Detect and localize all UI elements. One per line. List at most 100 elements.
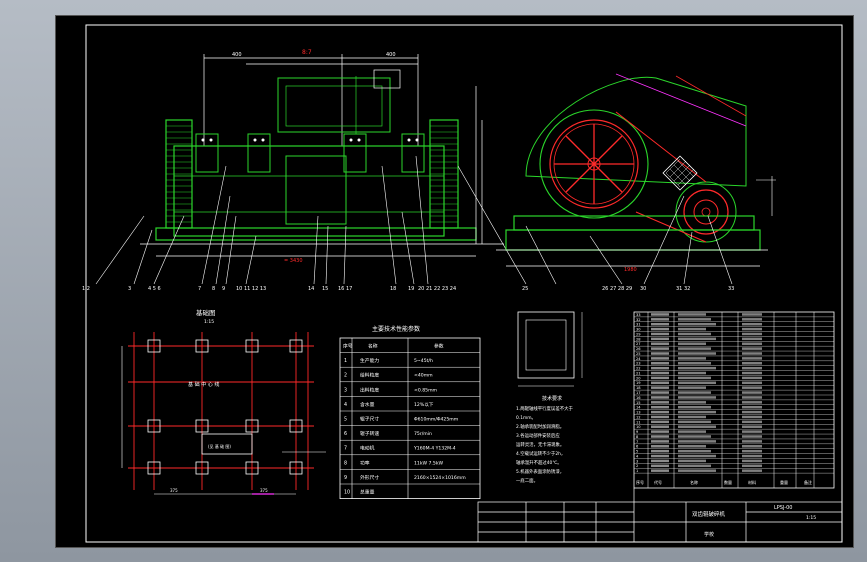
spec-row-no: 4 — [344, 402, 347, 408]
spec-row-name: 给料粒度 — [360, 372, 379, 379]
parts-row-number: 5 — [636, 450, 638, 454]
parts-row-number: 28 — [636, 337, 641, 341]
foundation-dim-a: 375 — [170, 488, 178, 493]
tech-note-line: 2.轴承装配时加润滑脂。 — [516, 423, 564, 430]
spec-row-no: 6 — [344, 431, 347, 437]
spec-row-name: 总重量 — [360, 489, 375, 496]
spec-row-no: 1 — [344, 358, 347, 364]
parts-row-number: 12 — [636, 415, 641, 419]
foundation-scale: 1:15 — [204, 319, 214, 325]
side-view: 1980 — [496, 73, 776, 273]
parts-list: 3332313029282726252423222120191817161514… — [633, 311, 835, 489]
parts-row-number: 7 — [636, 440, 638, 444]
tech-note-line: 1.两辊轴线平行度误差不大于 — [516, 405, 573, 412]
parts-row-number: 4 — [636, 454, 639, 458]
parts-row-number: 13 — [636, 411, 641, 415]
parts-row-number: 20 — [636, 376, 641, 380]
dim-400-right: 400 — [386, 52, 396, 58]
parts-row-number: 29 — [636, 332, 641, 336]
parts-row-number: 9 — [636, 430, 639, 434]
callout-label: 7 — [198, 286, 201, 292]
tech-note-line: 3.各运动部件安装后应 — [516, 432, 560, 439]
drawing-sheet: 400 8:7 400 — [56, 16, 853, 547]
dim-400-left: 400 — [232, 52, 242, 58]
parts-row-number: 8 — [636, 435, 639, 439]
spec-row-value: <40mm — [414, 373, 433, 379]
callout-label: 20 21 22 23 24 — [418, 286, 456, 292]
parts-row-number: 18 — [636, 386, 641, 390]
drawing-name: 双齿辊破碎机 — [692, 510, 726, 518]
tech-note-line: 5.机器外表面涂防锈漆， — [516, 468, 564, 475]
front-view: 400 8:7 400 — [140, 49, 504, 264]
callout-label: 10 11 12 13 — [236, 286, 266, 292]
tech-note-line: 4.空载试运转不少于2h， — [516, 450, 565, 457]
callout-label: 15 — [322, 286, 328, 292]
parts-row-number: 33 — [636, 313, 641, 317]
spec-table-title: 主要技术性能参数 — [372, 325, 420, 333]
spec-row-no: 9 — [344, 475, 347, 481]
parts-row-number: 21 — [636, 371, 641, 375]
callout-label: 33 — [728, 286, 734, 292]
foundation-plan: 基础图 1:15 基 础 中 心 线 — [121, 308, 326, 495]
spec-row-no: 8 — [344, 460, 347, 466]
callout-label: 1 2 — [82, 286, 90, 292]
callout-label: 25 — [522, 286, 528, 292]
spec-row-name: 功率 — [360, 459, 370, 466]
callout-label: 16 17 — [338, 286, 352, 292]
parts-row-number: 10 — [636, 425, 641, 429]
spec-header-cell: 序号 — [343, 343, 353, 350]
callout-label: 3 — [128, 286, 131, 292]
spec-row-name: 辊子转速 — [360, 430, 379, 437]
cad-drawing: 400 8:7 400 — [82, 24, 843, 543]
parts-row-number: 19 — [636, 381, 641, 385]
spec-row-no: 10 — [344, 490, 350, 496]
callout-label: 18 — [390, 286, 396, 292]
spec-row-name: 辊子尺寸 — [360, 416, 379, 423]
school-label: 学校 — [704, 531, 714, 538]
spec-row-no: 7 — [344, 446, 347, 452]
parts-header-cell: 代号 — [654, 479, 662, 485]
spec-row-value: <0.85mm — [414, 387, 438, 393]
parts-row-number: 31 — [636, 323, 641, 327]
parts-row-number: 32 — [636, 318, 641, 322]
parts-row-number: 23 — [636, 362, 641, 366]
callout-label: 4 5 6 — [148, 286, 161, 292]
spec-row-name: 外形尺寸 — [360, 474, 379, 481]
foundation-center-label: 基 础 中 心 线 — [188, 381, 219, 388]
parts-row-number: 24 — [636, 357, 641, 361]
callout-label: 9 — [222, 286, 225, 292]
parts-row-number: 22 — [636, 367, 641, 371]
parts-header-cell: 数量 — [724, 479, 732, 485]
tech-note-line: 0.1mm。 — [516, 415, 536, 421]
parts-row-number: 25 — [636, 352, 641, 356]
callout-label: 14 — [308, 286, 314, 292]
parts-header-cell: 材料 — [748, 479, 756, 485]
dim-total: = 3430 — [284, 258, 303, 264]
dim-center: 8:7 — [302, 49, 312, 56]
spec-row-no: 5 — [344, 417, 347, 423]
callout-label: 8 — [212, 286, 215, 292]
spec-row-no: 3 — [344, 387, 347, 393]
tech-note-line: 轴承温升不超过40℃。 — [516, 459, 562, 466]
parts-row-number: 15 — [636, 401, 641, 405]
parts-header-cell: 备注 — [804, 479, 812, 485]
drawing-number: LPSJ-00 — [774, 505, 792, 511]
parts-row-number: 17 — [636, 391, 641, 395]
parts-row-number: 2 — [636, 464, 638, 468]
tech-notes-title: 技术要求 — [542, 395, 562, 402]
spec-row-value: 5~45t/h — [414, 358, 433, 364]
spec-row-value: 75r/min — [414, 431, 432, 437]
parts-row-number: 11 — [636, 420, 641, 424]
tech-note-line: 运转灵活，无卡滞现象。 — [516, 441, 564, 448]
parts-row-number: 14 — [636, 406, 641, 410]
parts-row-number: 30 — [636, 328, 641, 332]
spec-row-name: 含水量 — [360, 401, 375, 408]
side-dim-bottom: 1980 — [624, 267, 637, 273]
callout-label: 30 — [640, 286, 646, 292]
inner-border — [85, 24, 843, 543]
foundation-title: 基础图 — [196, 308, 216, 317]
callout-label: 31 32 — [676, 286, 690, 292]
parts-row-number: 1 — [636, 469, 638, 473]
